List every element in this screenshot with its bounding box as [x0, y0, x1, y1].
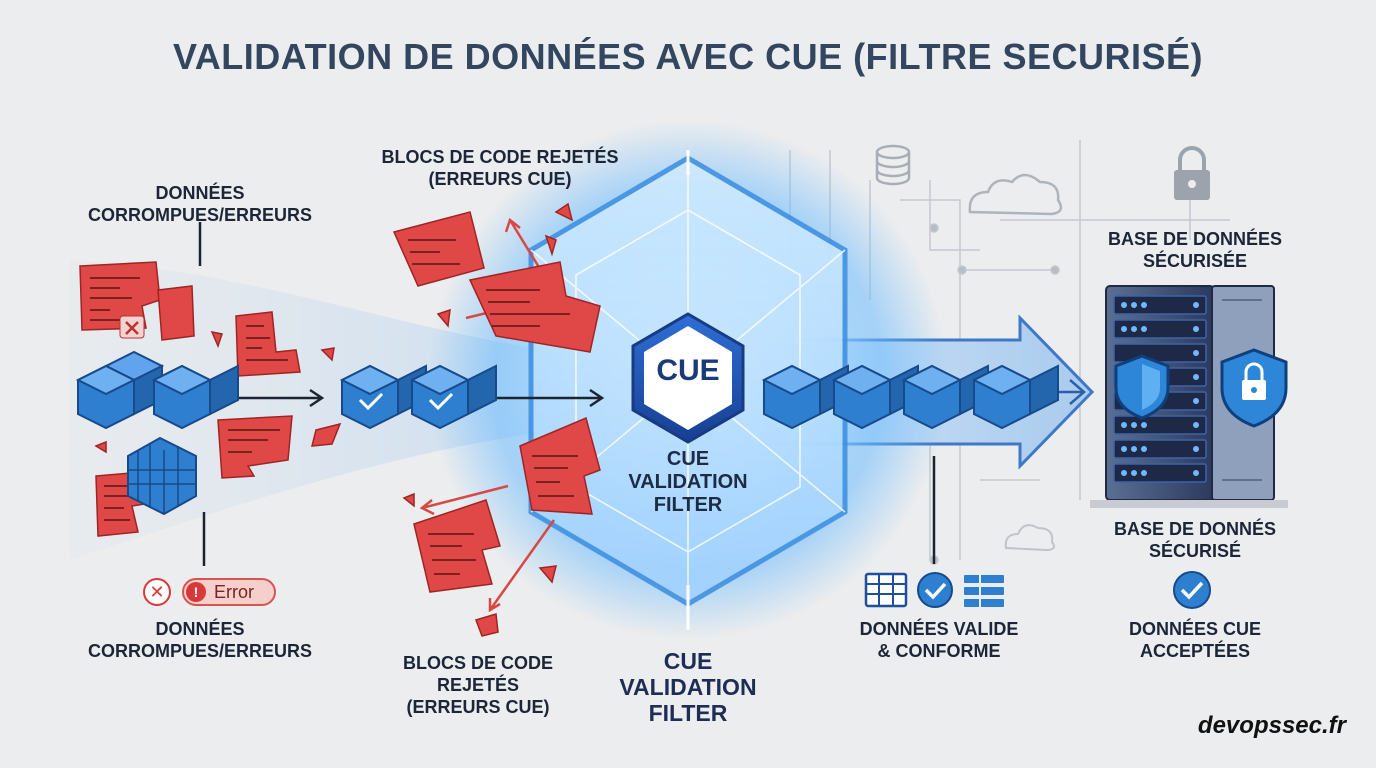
data-cubes-checked — [339, 364, 497, 430]
label-valid-data: DONNÉES VALIDE & CONFORME — [859, 619, 1019, 661]
rejected-code-lines — [408, 239, 578, 575]
alert-icon: ! — [186, 582, 206, 602]
label-rejected-bottom: BLOCS DE CODE REJETÉS (ERREURS CUE) — [402, 653, 553, 717]
shield-icon — [1114, 354, 1170, 420]
table-icon — [864, 572, 908, 608]
error-badge: ! Error — [182, 578, 276, 606]
close-icon: ✕ — [143, 578, 171, 606]
cloud-icon — [1004, 524, 1055, 552]
label-corrupt-bottom: DONNÉES CORROMPUES/ERREURS — [87, 619, 313, 661]
label-accepted: DONNÉES CUE ACCEPTÉES — [1128, 619, 1262, 661]
data-cubes-raw — [75, 350, 239, 516]
filter-label-inner: CUE VALIDATION FILTER — [628, 448, 748, 516]
error-mark-icon — [119, 315, 145, 339]
grid-cube — [127, 436, 197, 516]
database-icon — [875, 144, 911, 186]
check-circle-icon — [1173, 571, 1211, 609]
shield-icon — [1220, 348, 1288, 428]
cube — [409, 364, 497, 430]
label-db-top: BASE DE DONNÉES SÉCURISÉE — [1107, 229, 1283, 271]
page-title: VALIDATION DE DONNÉES AVEC CUE (FILTRE S… — [172, 36, 1204, 77]
filter-label-bottom: CUE VALIDATION FILTER — [619, 648, 757, 726]
cube — [75, 350, 165, 430]
flow-arrows — [198, 222, 936, 566]
lock-icon — [1174, 146, 1210, 200]
server-leds — [1121, 302, 1199, 476]
label-corrupt-top: DONNÉES CORROMPUES/ERREURS — [87, 183, 313, 225]
list-icon — [964, 575, 1004, 607]
rejected-blocks — [392, 202, 601, 637]
cue-logo-label: CUE — [656, 354, 720, 387]
label-rejected-top: BLOCS DE CODE REJETÉS (ERREURS CUE) — [381, 147, 619, 189]
data-cubes-valid — [761, 364, 1059, 430]
cloud-icon — [968, 173, 1063, 216]
cube — [151, 364, 239, 430]
cube — [971, 364, 1059, 430]
secure-database-server — [1090, 285, 1288, 508]
cue-logo — [631, 312, 745, 444]
check-circle-icon — [917, 572, 953, 608]
error-badge-label: Error — [214, 582, 254, 602]
watermark: devopssec.fr — [1197, 712, 1346, 739]
label-db-bottom: BASE DE DONNÉS SÉCURISÉ — [1113, 519, 1277, 561]
